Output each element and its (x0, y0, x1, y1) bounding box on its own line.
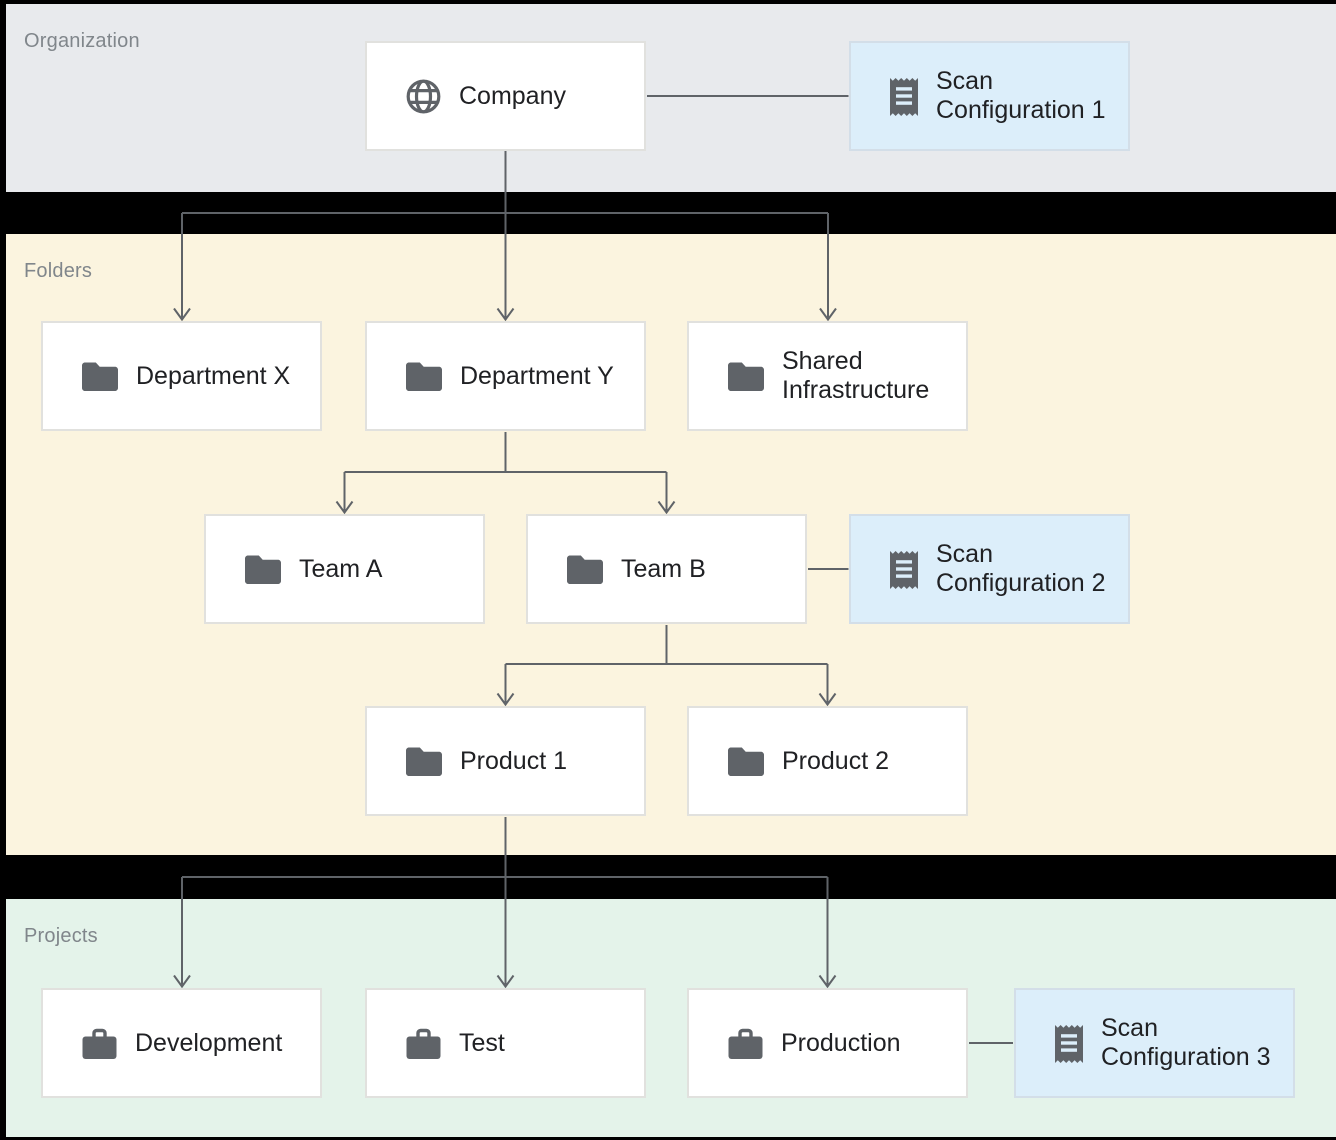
folder-icon (81, 361, 119, 392)
node-team-b: Team B (526, 514, 807, 624)
node-shared-infrastructure: Shared Infrastructure (687, 321, 968, 431)
node-department-y: Department Y (365, 321, 646, 431)
node-test: Test (365, 988, 646, 1098)
node-label: Department X (136, 361, 291, 390)
node-department-x: Department X (41, 321, 322, 431)
node-label: Team B (621, 554, 706, 583)
node-development: Development (41, 988, 322, 1098)
receipt-icon (889, 548, 919, 590)
briefcase-icon (727, 1027, 764, 1060)
folder-icon (727, 746, 765, 777)
node-label: Scan Configuration 1 (936, 67, 1106, 125)
folder-icon (566, 554, 604, 585)
node-production: Production (687, 988, 968, 1098)
node-label: Development (135, 1028, 283, 1057)
node-label-line: Scan (1101, 1014, 1158, 1042)
node-company: Company (365, 41, 646, 151)
node-label-line: Shared (782, 347, 863, 375)
node-product-1: Product 1 (365, 706, 646, 816)
briefcase-icon (81, 1027, 118, 1060)
node-label-line: Scan (936, 67, 993, 95)
node-label-line: Infrastructure (782, 376, 930, 404)
node-label: Product 1 (460, 746, 568, 775)
folders-band-label: Folders (24, 260, 93, 282)
node-label: Team A (299, 554, 383, 583)
node-label: Test (459, 1028, 505, 1057)
folder-icon (727, 361, 765, 392)
node-product-2: Product 2 (687, 706, 968, 816)
folder-icon (405, 746, 443, 777)
receipt-icon (1054, 1022, 1084, 1064)
node-label-line: Configuration 1 (936, 96, 1106, 124)
node-label: Shared Infrastructure (782, 347, 929, 405)
node-label: Scan Configuration 2 (936, 540, 1106, 598)
node-label: Product 2 (782, 746, 890, 775)
node-label: Scan Configuration 3 (1101, 1014, 1271, 1072)
globe-icon (405, 78, 442, 115)
receipt-icon (889, 75, 919, 117)
node-label-line: Configuration 3 (1101, 1043, 1271, 1071)
node-label: Department Y (460, 361, 614, 390)
organization-band-label: Organization (24, 30, 140, 52)
organization-band: Organization (6, 4, 1336, 192)
node-label: Company (459, 81, 566, 110)
node-scan-configuration-1: Scan Configuration 1 (849, 41, 1130, 151)
briefcase-icon (405, 1027, 442, 1060)
node-label-line: Configuration 2 (936, 569, 1106, 597)
node-team-a: Team A (204, 514, 485, 624)
node-scan-configuration-2: Scan Configuration 2 (849, 514, 1130, 624)
node-label: Production (781, 1028, 901, 1057)
node-label-line: Scan (936, 540, 993, 568)
folder-icon (405, 361, 443, 392)
folder-icon (244, 554, 282, 585)
node-scan-configuration-3: Scan Configuration 3 (1014, 988, 1295, 1098)
projects-band-label: Projects (24, 925, 98, 947)
